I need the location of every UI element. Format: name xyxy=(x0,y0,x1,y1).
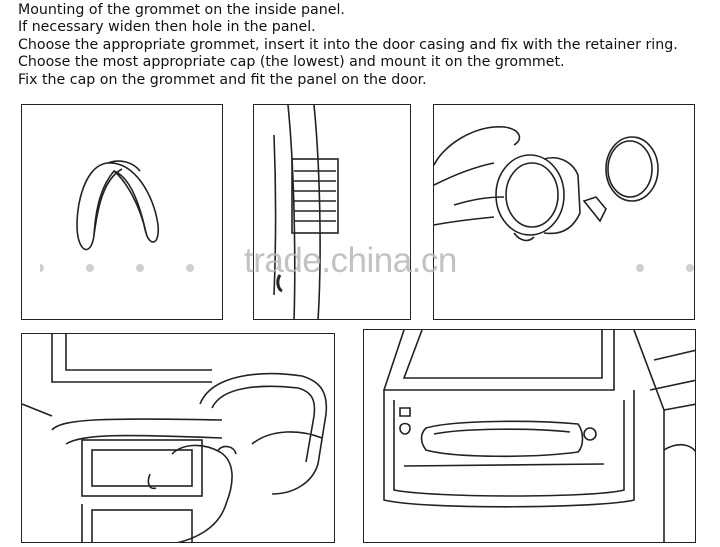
panel-door xyxy=(363,329,696,543)
panel-grommet xyxy=(21,104,223,320)
hand-inserting-grommet-icon xyxy=(434,126,659,242)
watermark-text: trade.china.cn xyxy=(244,241,457,280)
instruction-line-2: If necessary widen then hole in the pane… xyxy=(18,19,316,36)
door-casing-icon xyxy=(273,105,339,319)
instruction-line-3: Choose the appropriate grommet, insert i… xyxy=(18,36,678,53)
panel-door-casing xyxy=(253,104,411,320)
panel-hand-grommet xyxy=(433,104,695,320)
grommet-ring-icon xyxy=(76,160,160,251)
hand-fitting-panel-icon xyxy=(22,334,328,542)
door-panel-icon xyxy=(382,330,695,542)
watermark-dots-icon xyxy=(40,264,694,272)
instruction-text: Mounting of the grommet on the inside pa… xyxy=(18,2,708,89)
instruction-line-5: Fix the cap on the grommet and fit the p… xyxy=(18,71,427,88)
instruction-line-4: Choose the most appropriate cap (the low… xyxy=(18,54,565,71)
instruction-line-1: Mounting of the grommet on the inside pa… xyxy=(18,2,345,18)
panel-hand-fitting xyxy=(21,333,335,543)
